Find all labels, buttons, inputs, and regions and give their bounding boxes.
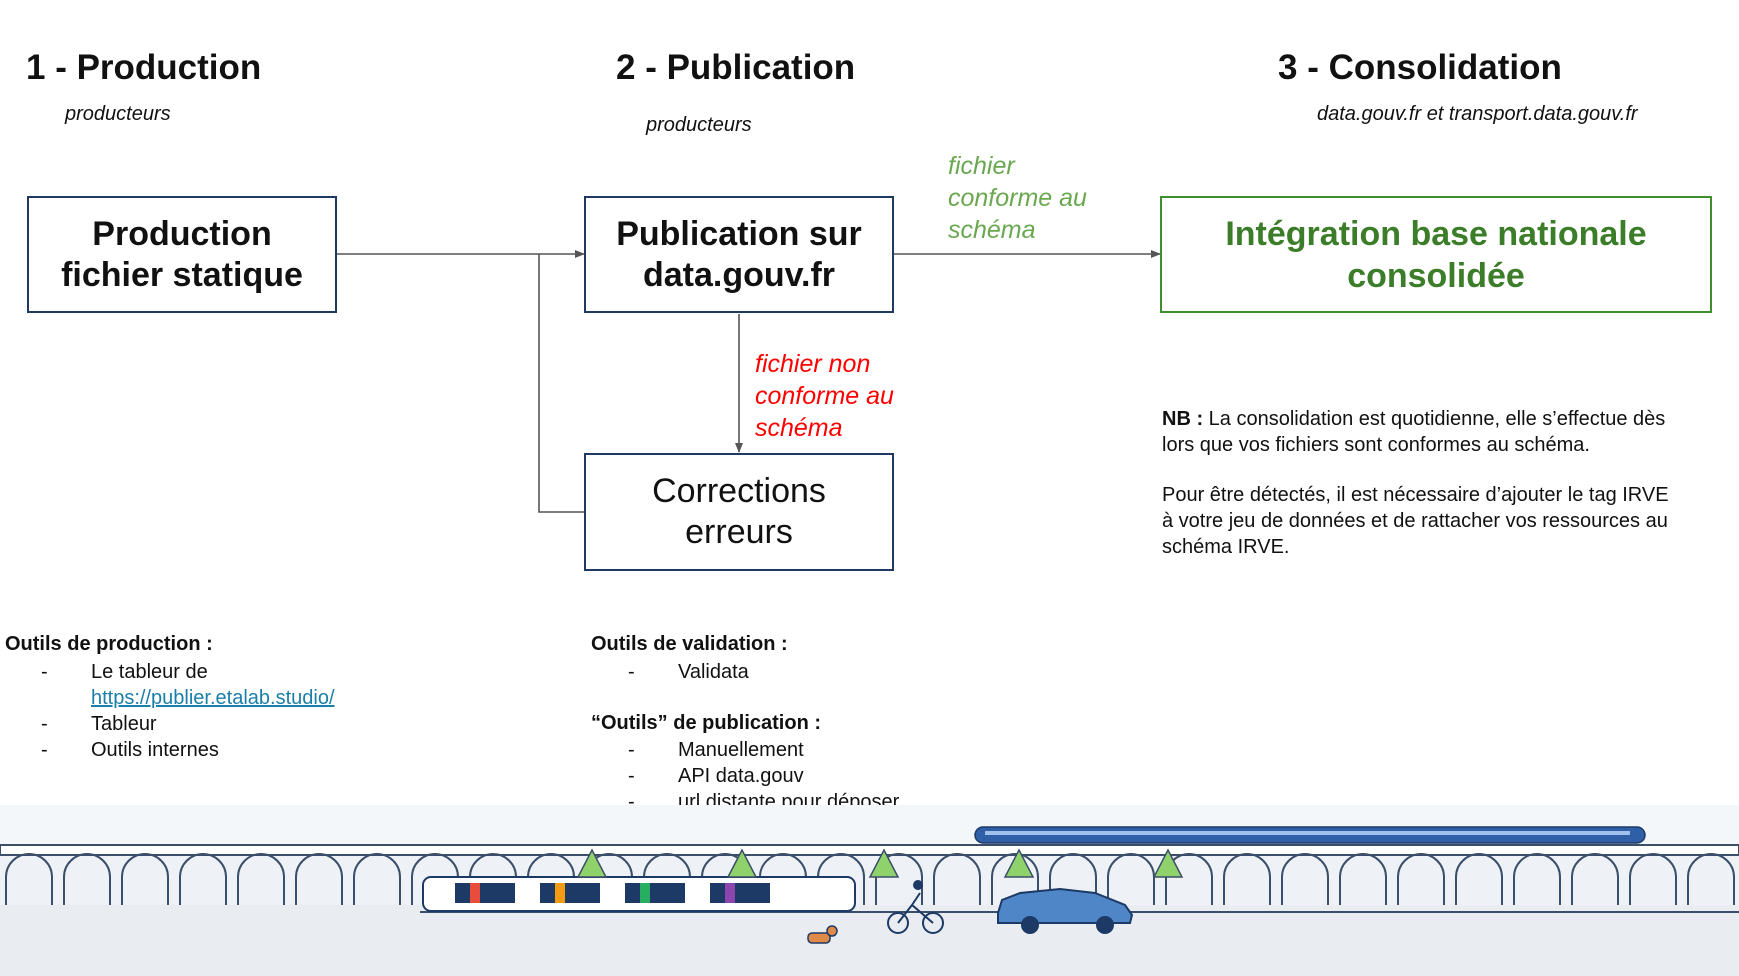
nb-paragraph-1: NB : La consolidation est quotidienne, e… [1162, 406, 1682, 458]
dog-icon [807, 925, 838, 944]
publier-etalab-link[interactable]: https://publier.etalab.studio/ [91, 687, 335, 709]
viaduct-arch [295, 853, 343, 905]
viaduct-arch [1455, 853, 1503, 905]
node-production-fichier-statique: Production fichier statique [27, 196, 337, 313]
viaduct-arch [933, 853, 981, 905]
viaduct-arch [643, 853, 691, 905]
viaduct-arch [5, 853, 53, 905]
node-publication-line1: Publication sur [616, 214, 862, 253]
viaduct-arch [817, 853, 865, 905]
stage-title-consolidation: 3 - Consolidation [1278, 48, 1562, 87]
viaduct-arch [63, 853, 111, 905]
tools-production-item3: Outils internes [91, 739, 219, 761]
tools-publication-item1: Manuellement [678, 739, 804, 761]
tools-production-item2: Tableur [91, 713, 157, 735]
viaduct-arch [1629, 853, 1677, 905]
tools-production-item1-text: Le tableur de [91, 661, 208, 683]
viaduct-arch [991, 853, 1039, 905]
high-speed-train-icon [974, 826, 1646, 844]
viaduct-arch [121, 853, 169, 905]
list-item: -Tableur [41, 713, 157, 735]
viaduct-arch [1049, 853, 1097, 905]
edge-conforme-line3: schéma [948, 216, 1036, 244]
viaduct-arches [5, 853, 1735, 905]
viaduct-arch [1339, 853, 1387, 905]
tools-publication-heading: “Outils” de publication : [591, 712, 821, 734]
arrow-corrections-loop [538, 254, 585, 513]
stage-subtitle-publication: producteurs [646, 114, 752, 136]
nb-text-2: Pour être détectés, il est nécessaire d’… [1162, 484, 1669, 558]
viaduct-arch [237, 853, 285, 905]
node-production-line1: Production [92, 214, 272, 253]
tools-validation-list: -Validata [628, 659, 749, 685]
list-item: -API data.gouv [628, 765, 804, 787]
stage-title-production: 1 - Production [26, 48, 262, 87]
tools-production-list: -Le tableur de https://publier.etalab.st… [41, 659, 335, 763]
stage-title-publication: 2 - Publication [616, 48, 856, 87]
list-item: -Validata [628, 661, 749, 683]
tram-icon [422, 876, 856, 912]
edge-non-conforme-line3: schéma [755, 414, 843, 442]
viaduct-arch [1513, 853, 1561, 905]
viaduct-arch [1571, 853, 1619, 905]
node-publication-line2: data.gouv.fr [642, 255, 836, 294]
viaduct-arch [1223, 853, 1271, 905]
viaduct-arch [1687, 853, 1735, 905]
edge-non-conforme-line1: fichier non [755, 350, 871, 378]
viaduct-arch [1281, 853, 1329, 905]
tools-publication-list: -Manuellement -API data.gouv -url distan… [628, 737, 899, 815]
viaduct-arch [759, 853, 807, 905]
tools-publication-item2: API data.gouv [678, 765, 804, 787]
list-item: -Outils internes [41, 739, 219, 761]
tools-validation-heading: Outils de validation : [591, 633, 788, 655]
list-item: -Le tableur de [41, 661, 208, 683]
node-integration-base-nationale: Intégration base nationale consolidée [1160, 196, 1712, 313]
edge-label-conforme: fichier conforme au schéma [948, 150, 1087, 246]
viaduct-arch [469, 853, 517, 905]
viaduct-arch [1107, 853, 1155, 905]
viaduct-arch [527, 853, 575, 905]
nb-label: NB : [1162, 408, 1204, 430]
node-publication-data-gouv: Publication sur data.gouv.fr [584, 196, 894, 313]
viaduct-arch [411, 853, 459, 905]
viaduct-arch [1397, 853, 1445, 905]
cyclist-icon [887, 880, 944, 934]
edge-label-non-conforme: fichier non conforme au schéma [755, 348, 894, 444]
edge-conforme-line1: fichier [948, 152, 1015, 180]
nb-text-1: La consolidation est quotidienne, elle s… [1162, 408, 1666, 456]
viaduct-arch [353, 853, 401, 905]
node-production-line2: fichier statique [61, 255, 303, 294]
node-integration-line2: consolidée [1347, 256, 1525, 295]
node-integration-line1: Intégration base nationale [1225, 214, 1647, 253]
viaduct-arch [179, 853, 227, 905]
car-icon [997, 887, 1134, 934]
stage-subtitle-consolidation: data.gouv.fr et transport.data.gouv.fr [1317, 103, 1638, 125]
transport-illustration [0, 805, 1739, 976]
tools-production-heading: Outils de production : [5, 633, 213, 655]
nb-note: NB : La consolidation est quotidienne, e… [1162, 406, 1682, 560]
node-corrections-erreurs: Corrections erreurs [584, 453, 894, 571]
list-item: https://publier.etalab.studio/ [91, 685, 335, 711]
stage-subtitle-production: producteurs [65, 103, 171, 125]
edge-conforme-line2: conforme au [948, 184, 1087, 212]
node-corrections-line1: Corrections [652, 472, 826, 510]
node-corrections-line2: erreurs [685, 513, 793, 551]
tools-validation-item1: Validata [678, 661, 749, 683]
tree-icon [576, 848, 1184, 878]
edge-non-conforme-line2: conforme au [755, 382, 894, 410]
list-item: -Manuellement [628, 739, 804, 761]
